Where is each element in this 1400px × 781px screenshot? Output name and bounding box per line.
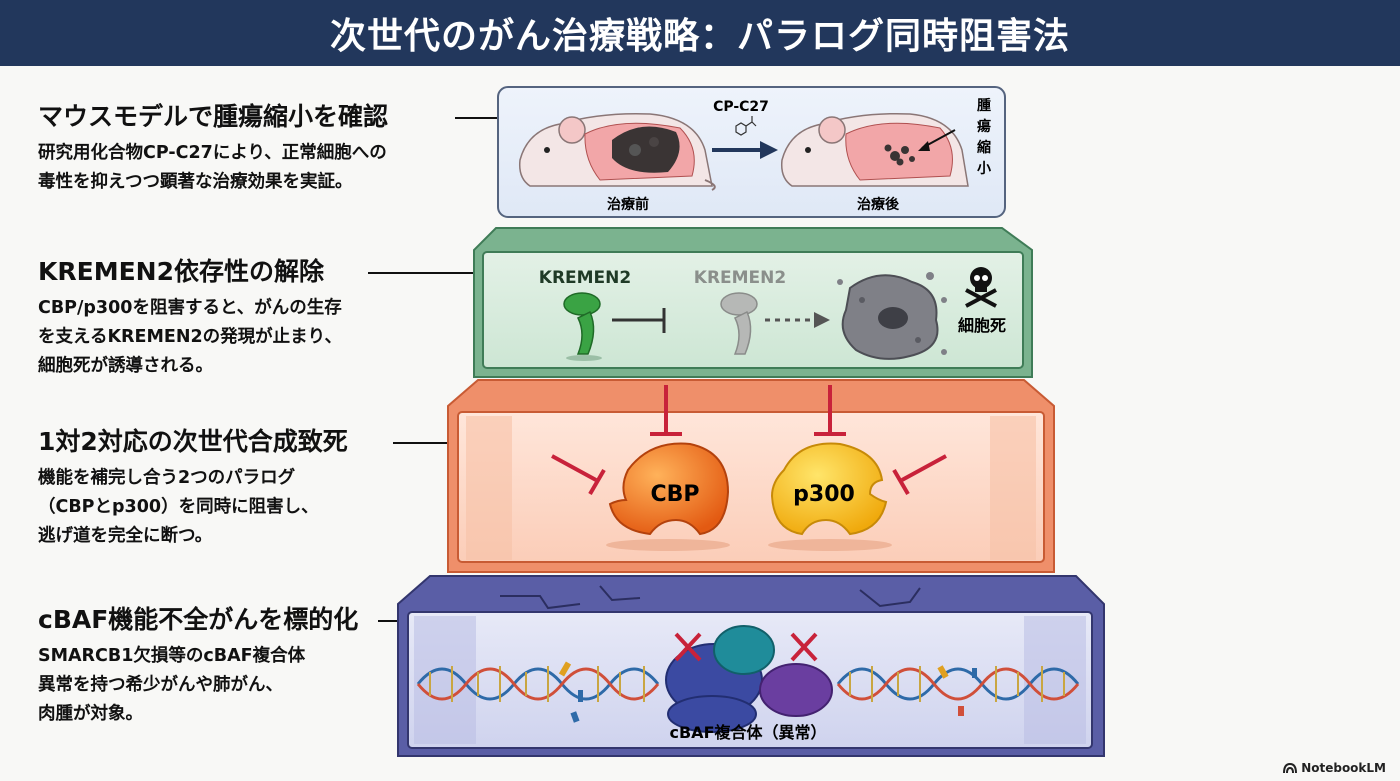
body-line: 研究用化合物CP-C27により、正常細胞への (38, 143, 387, 163)
body-line: 肉腫が対象。 (38, 704, 143, 724)
kremen2-active-label: KREMEN2 (539, 268, 631, 288)
section-body: 機能を補完し合う2つのパラログ （CBPとp300）を同時に阻害し、 逃げ道を完… (38, 464, 348, 551)
cbaf-label: cBAF複合体（異常） (670, 723, 827, 742)
cbp-label: CBP (650, 482, 699, 507)
body-line: CBP/p300を阻害すると、がんの生存 (38, 298, 342, 318)
mouse-model-panel: 治療前 CP-C27 腫 瘍 縮 小 治療後 (497, 86, 1006, 218)
before-label: 治療前 (607, 196, 649, 213)
inhibition-icon (612, 308, 666, 333)
dna-left-icon (416, 666, 660, 702)
body-line: （CBPとp300）を同時に阻害し、 (38, 497, 319, 517)
inhibitor-symbols (551, 385, 947, 496)
cbp-protein: CBP (608, 442, 730, 536)
molecule-icon (735, 116, 757, 136)
kremen2-active-icon (563, 292, 602, 361)
shrink-char: 小 (977, 161, 991, 177)
paralog-panel: CBP p300 (447, 379, 1055, 573)
section-synthetic-lethality: 1対2対応の次世代合成致死 機能を補完し合う2つのパラログ （CBPとp300）… (38, 426, 348, 551)
section-heading: cBAF機能不全がんを標的化 (38, 605, 359, 634)
body-line: 逃げ道を完全に断つ。 (38, 526, 213, 546)
title-bar: 次世代のがん治療戦略：パラログ同時阻害法 (0, 0, 1400, 66)
connector-line (393, 442, 449, 444)
body-line: 毒性を抑えつつ顕著な治療効果を実証。 (38, 172, 353, 192)
section-body: CBP/p300を阻害すると、がんの生存 を支えるKREMEN2の発現が止まり、… (38, 294, 342, 381)
section-heading: KREMEN2依存性の解除 (38, 257, 324, 286)
connector-line (455, 117, 497, 119)
skull-icon (965, 267, 997, 308)
kremen2-inactive-icon (720, 292, 758, 355)
cbaf-panel: cBAF複合体（異常） (397, 575, 1105, 757)
brand-watermark: NotebookLM (1283, 761, 1386, 775)
dna-right-icon (836, 666, 1080, 702)
notebooklm-logo-icon (1283, 762, 1298, 773)
section-heading: マウスモデルで腫瘍縮小を確認 (38, 102, 389, 131)
connector-line (368, 272, 474, 274)
mouse-after-icon (780, 112, 969, 187)
body-line: SMARCB1欠損等のcBAF複合体 (38, 646, 306, 666)
shrink-char: 縮 (977, 139, 991, 156)
dead-cell-icon (837, 272, 947, 360)
section-body: 研究用化合物CP-C27により、正常細胞への 毒性を抑えつつ顕著な治療効果を実証… (38, 139, 388, 197)
connector-line (378, 620, 404, 622)
section-cbaf: cBAF機能不全がんを標的化 SMARCB1欠損等のcBAF複合体 異常を持つ希… (38, 604, 358, 729)
shrink-label: 腫 瘍 縮 小 (977, 97, 991, 177)
mouse-before-icon (518, 112, 716, 191)
body-line: を支えるKREMEN2の発現が止まり、 (38, 327, 342, 347)
section-mouse-model: マウスモデルで腫瘍縮小を確認 研究用化合物CP-C27により、正常細胞への 毒性… (38, 101, 388, 197)
shrink-char: 瘍 (977, 118, 991, 135)
cbaf-complex-icon (665, 625, 833, 733)
p300-label: p300 (793, 482, 855, 507)
section-heading: 1対2対応の次世代合成致死 (38, 427, 348, 456)
after-label: 治療後 (857, 196, 900, 213)
page-title: 次世代のがん治療戦略：パラログ同時阻害法 (329, 16, 1070, 57)
kremen2-panel: KREMEN2 KREMEN2 (473, 227, 1033, 378)
compound-label: CP-C27 (713, 99, 769, 115)
body-line: 機能を補完し合う2つのパラログ (38, 468, 296, 488)
section-kremen2: KREMEN2依存性の解除 CBP/p300を阻害すると、がんの生存 を支えるK… (38, 256, 342, 381)
shrink-char: 腫 (977, 97, 991, 114)
kremen2-inactive-label: KREMEN2 (694, 268, 786, 288)
p300-protein: p300 (770, 442, 888, 536)
brand-label: NotebookLM (1301, 761, 1386, 775)
cell-death-label: 細胞死 (958, 316, 1006, 335)
section-body: SMARCB1欠損等のcBAF複合体 異常を持つ希少がんや肺がん、 肉腫が対象。 (38, 642, 358, 729)
cross-icon (674, 632, 818, 662)
body-line: 細胞死が誘導される。 (38, 356, 213, 376)
dna-fragments (558, 661, 977, 723)
body-line: 異常を持つ希少がんや肺がん、 (38, 675, 283, 695)
